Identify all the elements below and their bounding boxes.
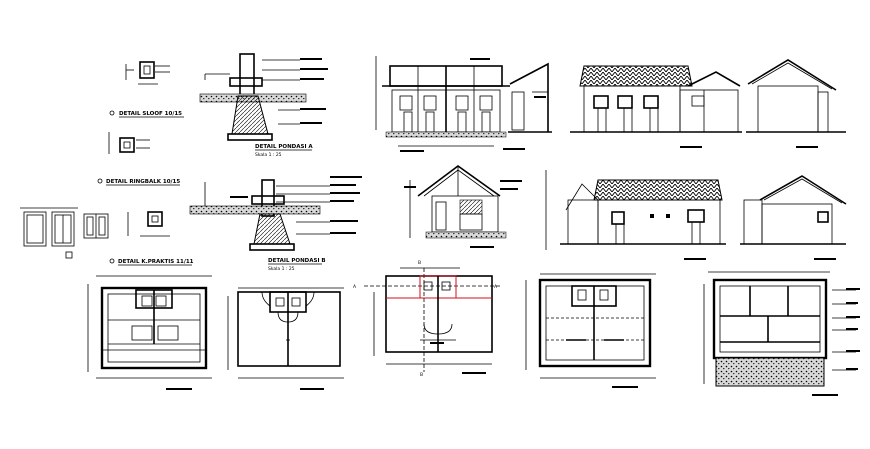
ringbalk-title: DETAIL RINGBALK 10/15 — [106, 179, 180, 185]
pondasi-a-detail: DETAIL PONDASI A Skala 1 : 25 — [199, 53, 328, 158]
pondasi-a-scale: Skala 1 : 25 — [255, 152, 282, 158]
front-elevation — [375, 56, 510, 152]
front-elevation-tiled — [570, 65, 742, 148]
pondasi-a-title: DETAIL PONDASI A — [255, 144, 313, 150]
sloof-detail: DETAIL SLOOF 10/15 — [109, 61, 184, 118]
foundation-plan — [703, 271, 860, 396]
pondasi-b-scale: Skala 1 : 25 — [268, 266, 295, 272]
section-a-left: A — [353, 284, 357, 290]
section-b-bottom: B — [420, 372, 423, 378]
section-house — [404, 165, 522, 248]
floor-plan-2 — [227, 287, 344, 390]
side-elevation-gable-2 — [740, 175, 847, 260]
section-b-top: B — [418, 260, 421, 266]
floor-plan-3: B A A B — [353, 260, 500, 378]
side-elevation-gable — [746, 59, 846, 148]
side-elevation-small — [503, 62, 552, 150]
sloof-title: DETAIL SLOOF 10/15 — [119, 111, 182, 117]
rear-elevation-tiled — [545, 170, 726, 260]
section-a-right: A — [494, 284, 498, 290]
kpraktis-title: DETAIL K.PRAKTIS 11/11 — [118, 259, 194, 265]
door-window-details: DETAIL K.PRAKTIS 11/11 — [20, 207, 194, 266]
column-detail: DETAIL RINGBALK 10/15 — [97, 132, 180, 186]
pondasi-b-title: DETAIL PONDASI B — [268, 258, 326, 264]
pondasi-b-detail: DETAIL PONDASI B Skala 1 : 25 — [189, 176, 362, 272]
floor-plan-4 — [525, 273, 656, 388]
floor-plan-1 — [87, 275, 212, 390]
